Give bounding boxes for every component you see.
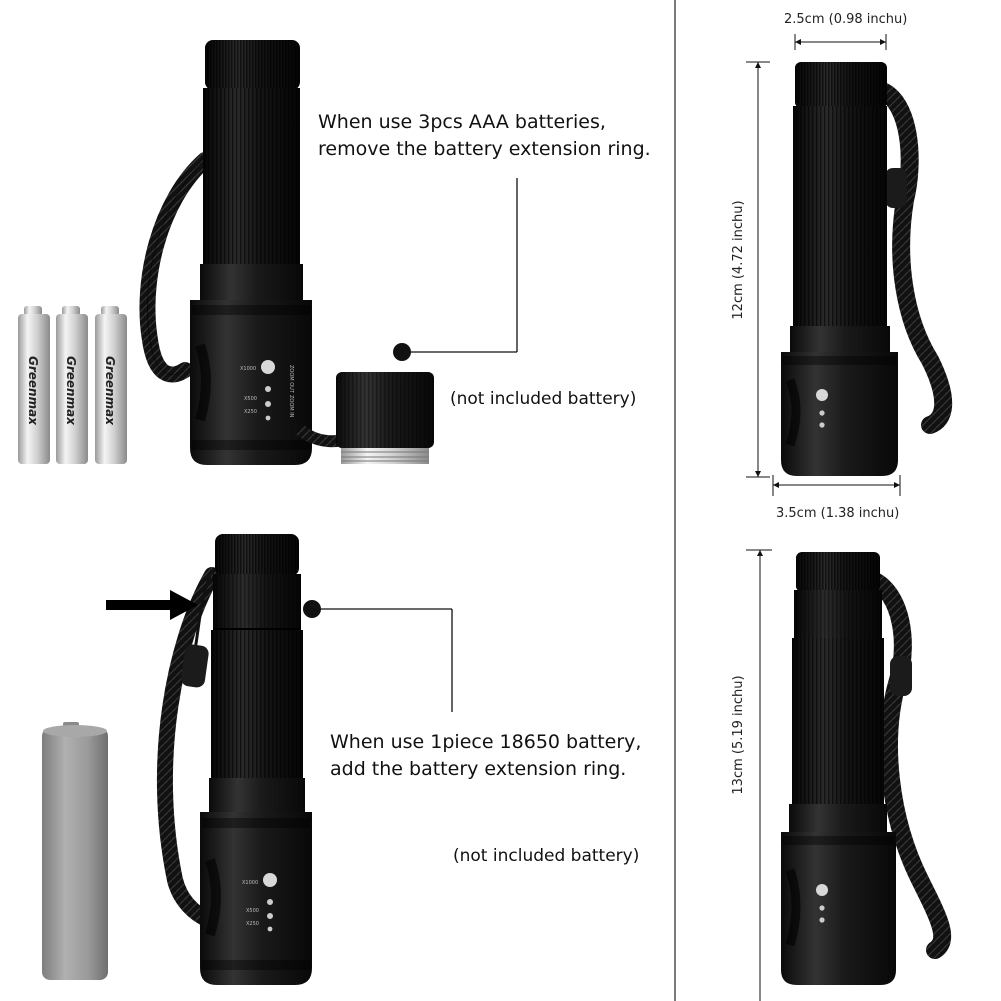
top-right-flashlight bbox=[746, 34, 953, 496]
arrow-icon bbox=[106, 590, 198, 620]
battery-brand-text: Greenmax bbox=[103, 356, 117, 426]
width-dimension-label: 2.5cm (0.98 inchu) bbox=[784, 12, 908, 27]
svg-text:X250: X250 bbox=[244, 409, 257, 415]
bottom-right-flashlight bbox=[746, 549, 952, 1001]
height-dimension-label-bottom: 13cm (5.19 inchu) bbox=[731, 675, 746, 795]
top-callout-lines bbox=[393, 178, 518, 361]
top-left-flashlight: X1000 X500 X250 ZOOM OUT ZOOM IN bbox=[139, 40, 312, 465]
svg-text:X250: X250 bbox=[246, 921, 259, 927]
svg-text:X500: X500 bbox=[246, 908, 259, 914]
bottom-caption-line-1: When use 1piece 18650 battery, bbox=[330, 731, 642, 753]
svg-text:X500: X500 bbox=[244, 396, 257, 402]
battery-18650 bbox=[42, 722, 108, 980]
top-note: (not included battery) bbox=[450, 389, 637, 409]
bottom-callout-lines bbox=[303, 600, 453, 712]
height-dimension-label-top: 12cm (4.72 inchu) bbox=[731, 200, 746, 320]
battery-brand-text: Greenmax bbox=[26, 356, 40, 426]
extension-ring bbox=[296, 372, 434, 464]
svg-text:ZOOM OUT: ZOOM OUT bbox=[288, 365, 294, 394]
svg-text:ZOOM IN: ZOOM IN bbox=[288, 395, 294, 418]
bottom-left-flashlight: X1000 X500 X250 bbox=[156, 534, 312, 985]
aaa-batteries: Greenmax Greenmax Greenmax bbox=[18, 306, 127, 464]
bottom-note: (not included battery) bbox=[453, 846, 640, 866]
svg-text:X1000: X1000 bbox=[242, 880, 258, 886]
head-dimension-label: 3.5cm (1.38 inchu) bbox=[776, 506, 900, 521]
bottom-caption-line-2: add the battery extension ring. bbox=[330, 758, 627, 780]
battery-brand-text: Greenmax bbox=[64, 356, 78, 426]
top-caption-line-1: When use 3pcs AAA batteries, bbox=[318, 111, 606, 133]
svg-text:X1000: X1000 bbox=[240, 366, 256, 372]
top-caption-line-2: remove the battery extension ring. bbox=[318, 138, 651, 160]
